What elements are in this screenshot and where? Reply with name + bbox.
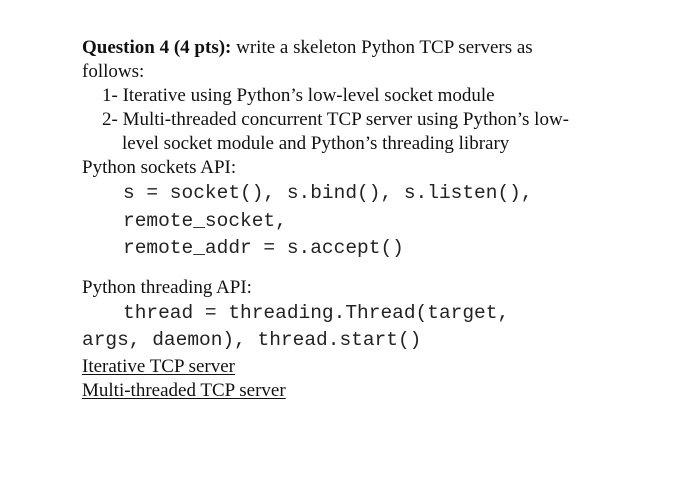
iterative-tcp-server-link[interactable]: Iterative TCP server <box>82 355 236 377</box>
question-prompt: write a skeleton Python TCP servers as <box>231 37 533 58</box>
section-spacer <box>82 263 672 276</box>
question-document: Question 4 (4 pts): write a skeleton Pyt… <box>82 36 672 403</box>
multithreaded-server-link-row: Multi-threaded TCP server <box>82 379 672 403</box>
multithreaded-tcp-server-link[interactable]: Multi-threaded TCP server <box>82 379 286 401</box>
list-item-multithreaded-continuation: level socket module and Python’s threadi… <box>122 133 510 154</box>
sockets-api-label: Python sockets API: <box>82 157 237 178</box>
question-heading: Question 4 (4 pts): <box>82 37 232 58</box>
question-prompt-continuation: follows: <box>82 61 145 82</box>
question-header-line: Question 4 (4 pts): write a skeleton Pyt… <box>82 36 672 60</box>
iterative-server-link-row: Iterative TCP server <box>82 355 672 379</box>
threading-code-line-1: thread = threading.Thread(target, <box>123 301 510 324</box>
list-item-multithreaded: 2- Multi-threaded concurrent TCP server … <box>102 109 570 130</box>
threading-api-label: Python threading API: <box>82 276 252 298</box>
sockets-code-line-3: remote_addr = s.accept() <box>123 237 404 259</box>
sockets-code-line-1: s = socket(), s.bind(), s.listen(), <box>123 182 533 204</box>
list-item-iterative: 1- Iterative using Python’s low-level so… <box>102 85 495 106</box>
sockets-code-line-2: remote_socket, <box>123 209 287 232</box>
threading-code-line-2: args, daemon), thread.start() <box>82 329 422 351</box>
